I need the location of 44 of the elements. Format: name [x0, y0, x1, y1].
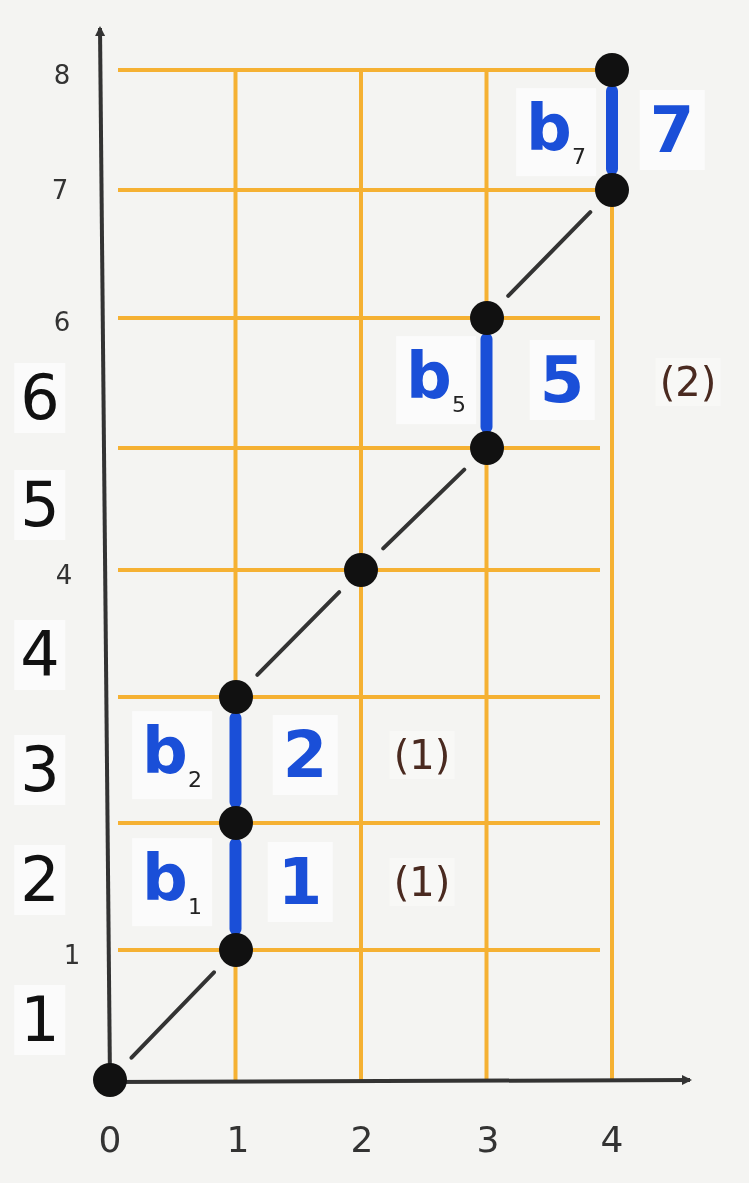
axis-tick-label: 1 [63, 942, 81, 968]
path-segment [381, 467, 467, 551]
lattice-point [218, 806, 253, 840]
path-segment [255, 590, 342, 677]
axis-tick-label: 7 [51, 177, 69, 203]
row-number: 3 [14, 735, 66, 805]
lattice-point [595, 53, 629, 87]
step-segment [480, 333, 493, 433]
step-value: 7 [639, 90, 705, 170]
step-segment [229, 712, 242, 808]
row-number: 1 [14, 985, 66, 1055]
multiplicity-label: (1) [389, 858, 455, 906]
step-value: 2 [272, 715, 338, 795]
lattice-point [469, 431, 504, 465]
axis-tick-label: 0 [98, 1122, 122, 1158]
row-number: 4 [14, 620, 66, 690]
axis-tick-label: 3 [476, 1122, 500, 1158]
step-value: 5 [529, 340, 595, 420]
lattice-point [218, 680, 253, 714]
step-segment [606, 85, 618, 175]
lattice-point [344, 553, 378, 587]
row-number: 2 [14, 845, 66, 915]
axis-tick-label: 2 [350, 1122, 374, 1158]
step-label: b$_{1}$ [132, 838, 212, 926]
step-segment [229, 838, 242, 935]
lattice-point [93, 1063, 127, 1097]
step-label: b$_{5}$ [396, 336, 476, 424]
path-segment [129, 970, 216, 1060]
lattice-point [595, 173, 629, 207]
row-number: 5 [14, 470, 66, 540]
axis-tick-label: 6 [53, 309, 71, 335]
step-label: b$_{2}$ [132, 711, 212, 799]
axis-tick-label: 4 [55, 562, 73, 588]
path-segment [506, 210, 593, 298]
step-value: 1 [267, 842, 333, 922]
axis-tick-label: 8 [53, 62, 71, 88]
multiplicity-label: (2) [655, 358, 721, 406]
lattice-point [218, 933, 253, 967]
axis-tick-label: 4 [600, 1122, 624, 1158]
multiplicity-label: (1) [389, 731, 455, 779]
lattice-point [469, 301, 504, 335]
axis-tick-label: 1 [226, 1122, 250, 1158]
step-label: b$_{7}$ [516, 88, 596, 176]
row-number: 6 [14, 363, 66, 433]
